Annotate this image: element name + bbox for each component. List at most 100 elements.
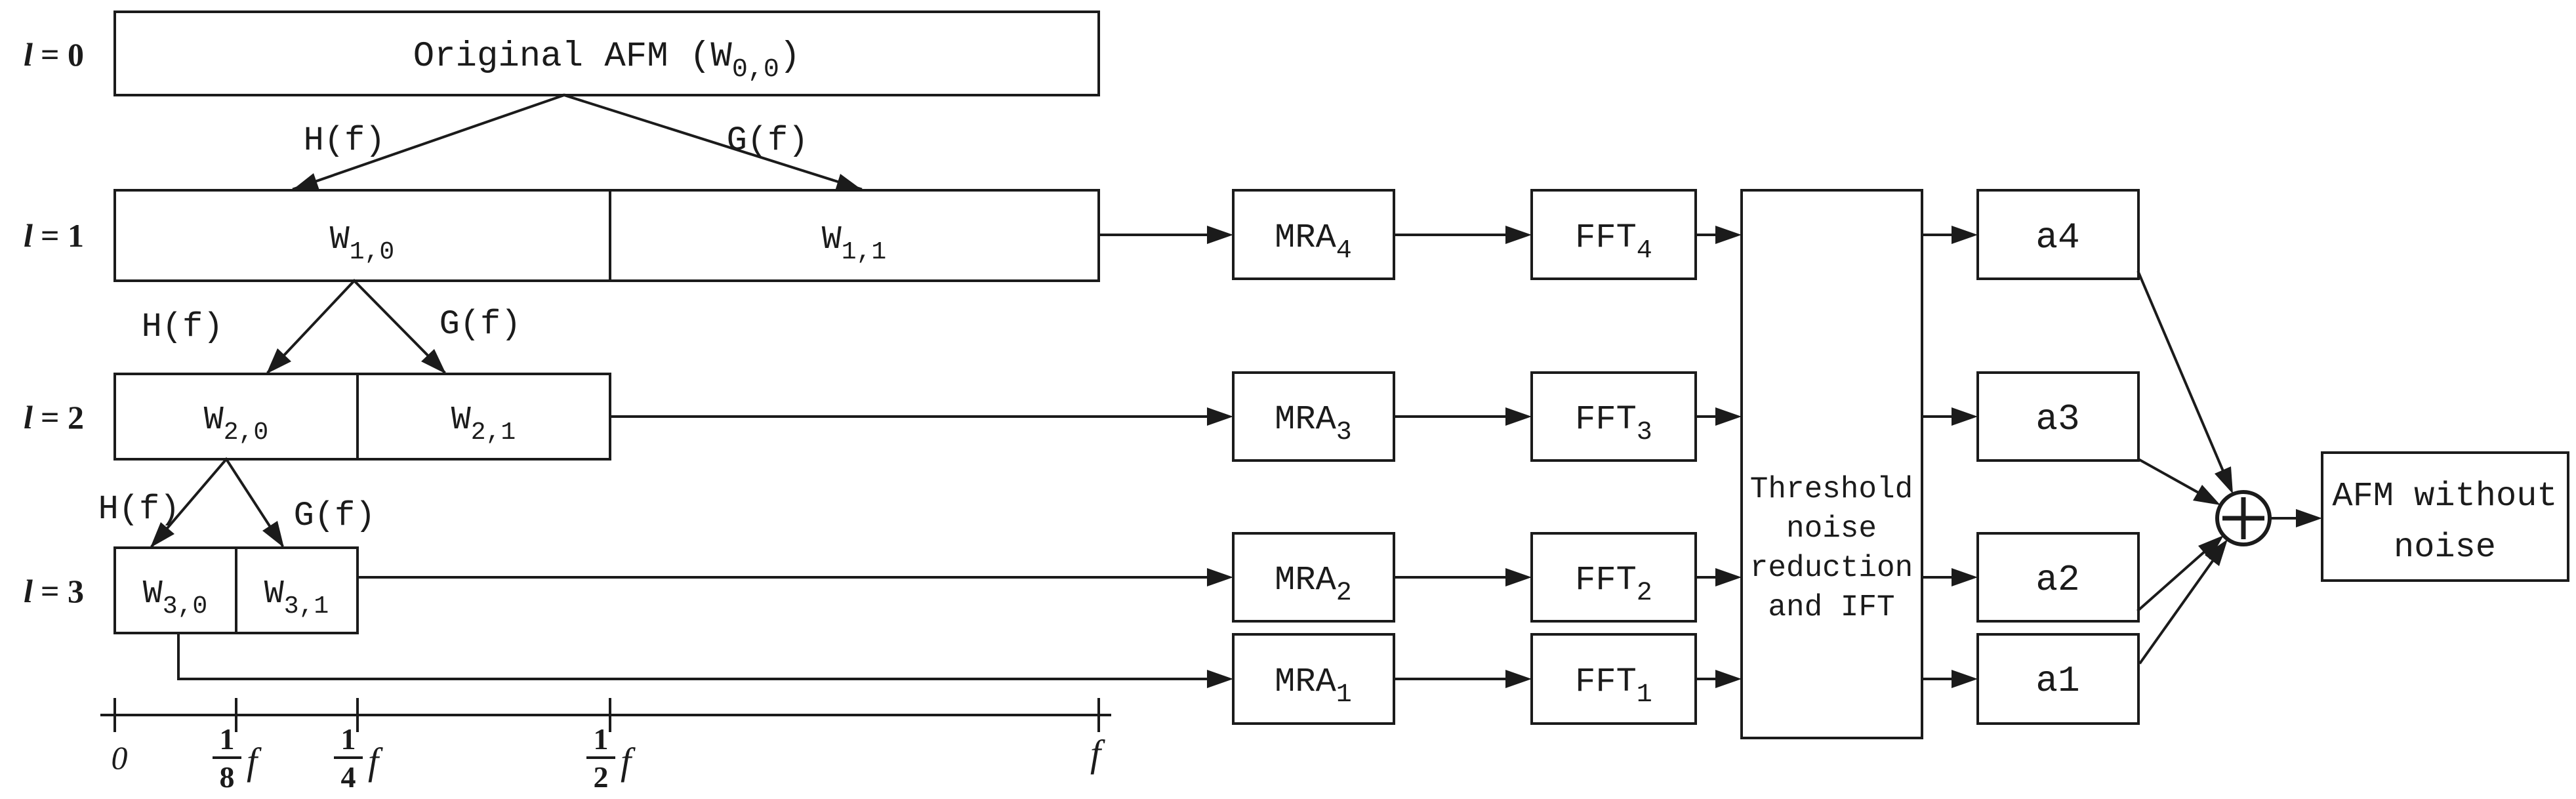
threshold-line-1: Threshold bbox=[1750, 472, 1913, 506]
node-level1-band bbox=[113, 189, 1100, 282]
arrow-mra2-to-fft2 bbox=[1393, 568, 1532, 586]
arrow-fft4-to-threshold bbox=[1694, 226, 1742, 244]
node-mra1-label: MRA1 bbox=[1275, 663, 1352, 710]
level-label-3: l= 3 bbox=[24, 573, 84, 609]
node-fft3-label: FFT3 bbox=[1575, 400, 1652, 447]
node-original-afm-label: Original AFM (W0,0) bbox=[413, 37, 801, 85]
axis-label-one-eighth-f: 1 8 f bbox=[213, 722, 262, 794]
arrow-w20-to-w31 bbox=[224, 457, 284, 548]
node-a4-label: a4 bbox=[2035, 216, 2079, 258]
threshold-node: Threshold noise reduction and IFT bbox=[1740, 189, 1923, 739]
arrow-a2-to-sum bbox=[2136, 535, 2224, 612]
node-fft2-label: FFT2 bbox=[1575, 561, 1652, 608]
arrow-mra1-to-fft1 bbox=[1393, 670, 1532, 688]
arrow-a4-to-sum bbox=[2136, 270, 2233, 494]
arrow-threshold-to-a3 bbox=[1921, 407, 1978, 426]
fft-column: FFT4 FFT3 FFT2 FFT1 bbox=[1530, 189, 1697, 725]
arrow-root-to-w11 bbox=[562, 93, 863, 191]
arrow-w21-to-mra3 bbox=[609, 407, 1233, 426]
node-w31-label: W3,1 bbox=[264, 575, 329, 621]
svg-text:f: f bbox=[247, 740, 262, 783]
node-fft4-label: FFT4 bbox=[1575, 218, 1652, 266]
arrow-root-to-w10 bbox=[292, 93, 566, 191]
node-w21-label: W2,1 bbox=[451, 401, 516, 447]
svg-text:f: f bbox=[621, 740, 636, 783]
arrow-fft1-to-threshold bbox=[1694, 670, 1742, 688]
node-w10-label: W1,0 bbox=[330, 221, 394, 266]
result-line-1: AFM without bbox=[2332, 477, 2557, 516]
node-a4 bbox=[1976, 189, 2140, 280]
node-a2-label: a2 bbox=[2035, 559, 2079, 601]
node-a3 bbox=[1976, 371, 2140, 462]
node-w30-label: W3,0 bbox=[143, 575, 207, 621]
threshold-line-2: noise bbox=[1786, 512, 1877, 546]
highpass-filter-label-1: G(f) bbox=[727, 121, 809, 160]
arrow-w10-to-w20 bbox=[266, 279, 356, 374]
axis-label-one-quarter-f: 1 4 f bbox=[334, 722, 383, 794]
node-mra3-label: MRA3 bbox=[1275, 400, 1352, 447]
svg-text:f: f bbox=[368, 740, 383, 783]
flow-arrows bbox=[177, 226, 2322, 688]
mra-column: MRA4 MRA3 MRA2 MRA1 bbox=[1232, 189, 1395, 725]
node-fft1-label: FFT1 bbox=[1575, 663, 1652, 710]
node-mra4 bbox=[1232, 189, 1395, 280]
svg-text:1: 1 bbox=[341, 722, 356, 756]
node-a2 bbox=[1976, 532, 2140, 623]
plus-icon bbox=[2222, 497, 2264, 539]
highpass-filter-label-3: G(f) bbox=[294, 497, 376, 535]
level-labels: l= 0 l= 1 l= 2 l= 3 bbox=[24, 36, 84, 609]
frequency-axis: 0 1 8 f 1 4 f 1 2 f f bbox=[100, 698, 1111, 794]
result-line-2: noise bbox=[2394, 528, 2496, 567]
node-afm-without-noise bbox=[2321, 451, 2569, 582]
output-column: a4 a3 a2 a1 bbox=[1976, 189, 2140, 725]
node-level2-band bbox=[113, 373, 611, 461]
axis-label-0: 0 bbox=[112, 739, 128, 776]
node-a1-label: a1 bbox=[2035, 660, 2079, 702]
sum-node bbox=[2215, 490, 2272, 546]
result-node: AFM without noise bbox=[2321, 451, 2569, 582]
decomposition-tree: Original AFM (W0,0) W1,0 W1,1 W2,0 W2,1 … bbox=[113, 10, 1100, 634]
threshold-line-4: and IFT bbox=[1768, 590, 1894, 625]
threshold-line-3: reduction bbox=[1750, 551, 1913, 585]
svg-text:4: 4 bbox=[341, 760, 356, 794]
arrow-fft2-to-threshold bbox=[1694, 568, 1742, 586]
node-original-afm bbox=[113, 10, 1100, 96]
node-fft4 bbox=[1530, 189, 1697, 280]
arrow-a3-to-sum bbox=[2136, 457, 2220, 505]
svg-text:2: 2 bbox=[594, 760, 609, 794]
arrow-w20-to-w30 bbox=[150, 457, 228, 548]
node-mra2-label: MRA2 bbox=[1275, 561, 1352, 608]
svg-text:8: 8 bbox=[220, 760, 235, 794]
sum-input-arrows bbox=[2136, 270, 2233, 665]
arrow-w11-to-mra4 bbox=[1097, 226, 1233, 244]
arrow-w10-to-w21 bbox=[352, 279, 446, 374]
arrow-w30-to-mra1 bbox=[177, 632, 1233, 688]
arrow-threshold-to-a2 bbox=[1921, 568, 1978, 586]
svg-text:1: 1 bbox=[220, 722, 235, 756]
node-a3-label: a3 bbox=[2035, 398, 2079, 440]
node-mra4-label: MRA4 bbox=[1275, 218, 1352, 266]
node-w20-label: W2,0 bbox=[204, 401, 268, 447]
arrow-w31-to-mra2 bbox=[356, 568, 1233, 586]
arrow-threshold-to-a4 bbox=[1921, 226, 1978, 244]
level-label-1: l= 1 bbox=[24, 217, 84, 254]
arrow-fft3-to-threshold bbox=[1694, 407, 1742, 426]
node-threshold-box bbox=[1740, 189, 1923, 739]
node-w11-label: W1,1 bbox=[822, 221, 886, 266]
lowpass-filter-label-2: H(f) bbox=[142, 308, 224, 346]
svg-text:1: 1 bbox=[594, 722, 609, 756]
level-label-2: l= 2 bbox=[24, 399, 84, 436]
tree-split-arrows: H(f) G(f) H(f) G(f) H(f) G(f) bbox=[98, 93, 863, 548]
axis-label-one-half-f: 1 2 f bbox=[586, 722, 636, 794]
arrow-a1-to-sum bbox=[2138, 539, 2228, 665]
axis-label-f: f bbox=[1090, 732, 1105, 775]
arrow-mra4-to-fft4 bbox=[1393, 226, 1532, 244]
level-label-0: l= 0 bbox=[24, 36, 84, 73]
lowpass-filter-label-3: H(f) bbox=[98, 490, 180, 529]
arrow-mra3-to-fft3 bbox=[1393, 407, 1532, 426]
highpass-filter-label-2: G(f) bbox=[440, 305, 521, 344]
lowpass-filter-label-1: H(f) bbox=[304, 121, 386, 160]
node-fft2 bbox=[1530, 532, 1697, 623]
